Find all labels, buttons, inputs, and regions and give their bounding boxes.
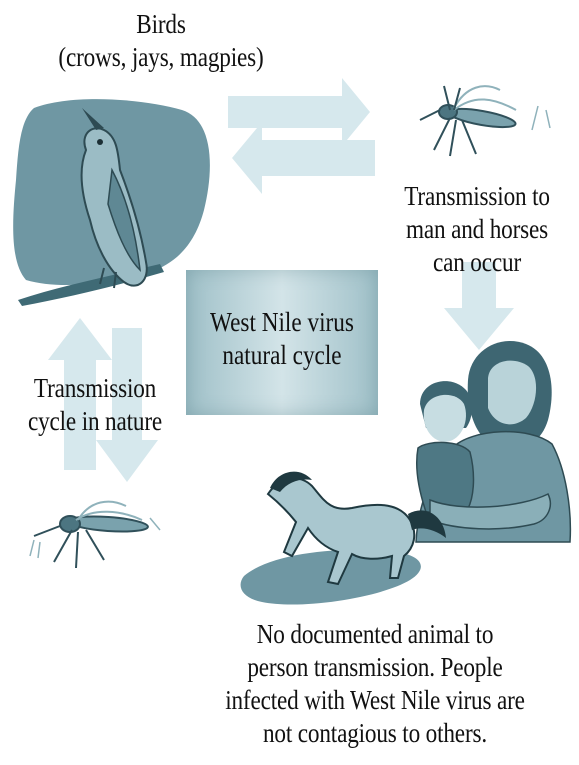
center-line-2: natural cycle	[199, 339, 364, 372]
birds-title: Birds	[23, 8, 300, 41]
arrow-left-icon	[232, 122, 375, 194]
transmission-to-humans-label: Transmission to man and horses can occur	[387, 180, 568, 279]
transmission-cycle-label: Transmission cycle in nature	[5, 372, 186, 438]
center-title: West Nile virus natural cycle	[199, 306, 364, 372]
cycle-line-2: cycle in nature	[5, 405, 186, 438]
mosquito-icon	[30, 502, 160, 568]
no-person-transmission-note: No documented animal to person transmiss…	[182, 618, 569, 750]
transmission-line-2: man and horses	[387, 213, 568, 246]
arrow-right-icon	[228, 78, 370, 146]
transmission-line-3: can occur	[387, 246, 568, 279]
center-box: West Nile virus natural cycle	[186, 270, 378, 415]
cycle-line-1: Transmission	[5, 372, 186, 405]
note-line-1: No documented animal to	[182, 618, 569, 651]
transmission-line-1: Transmission to	[387, 180, 568, 213]
bird-eye	[97, 139, 103, 145]
note-line-2: person transmission. People	[182, 651, 569, 684]
child-body	[417, 442, 474, 512]
horse-icon	[241, 472, 446, 605]
birds-examples: (crows, jays, magpies)	[23, 41, 300, 74]
child-face	[424, 395, 466, 442]
mosquito-icon	[420, 86, 550, 156]
mother-child-icon	[416, 341, 570, 542]
note-line-4: not contagious to others.	[182, 717, 569, 750]
bird-icon	[13, 99, 210, 306]
center-line-1: West Nile virus	[199, 306, 364, 339]
birds-label: Birds (crows, jays, magpies)	[23, 8, 300, 74]
note-line-3: infected with West Nile virus are	[182, 684, 569, 717]
